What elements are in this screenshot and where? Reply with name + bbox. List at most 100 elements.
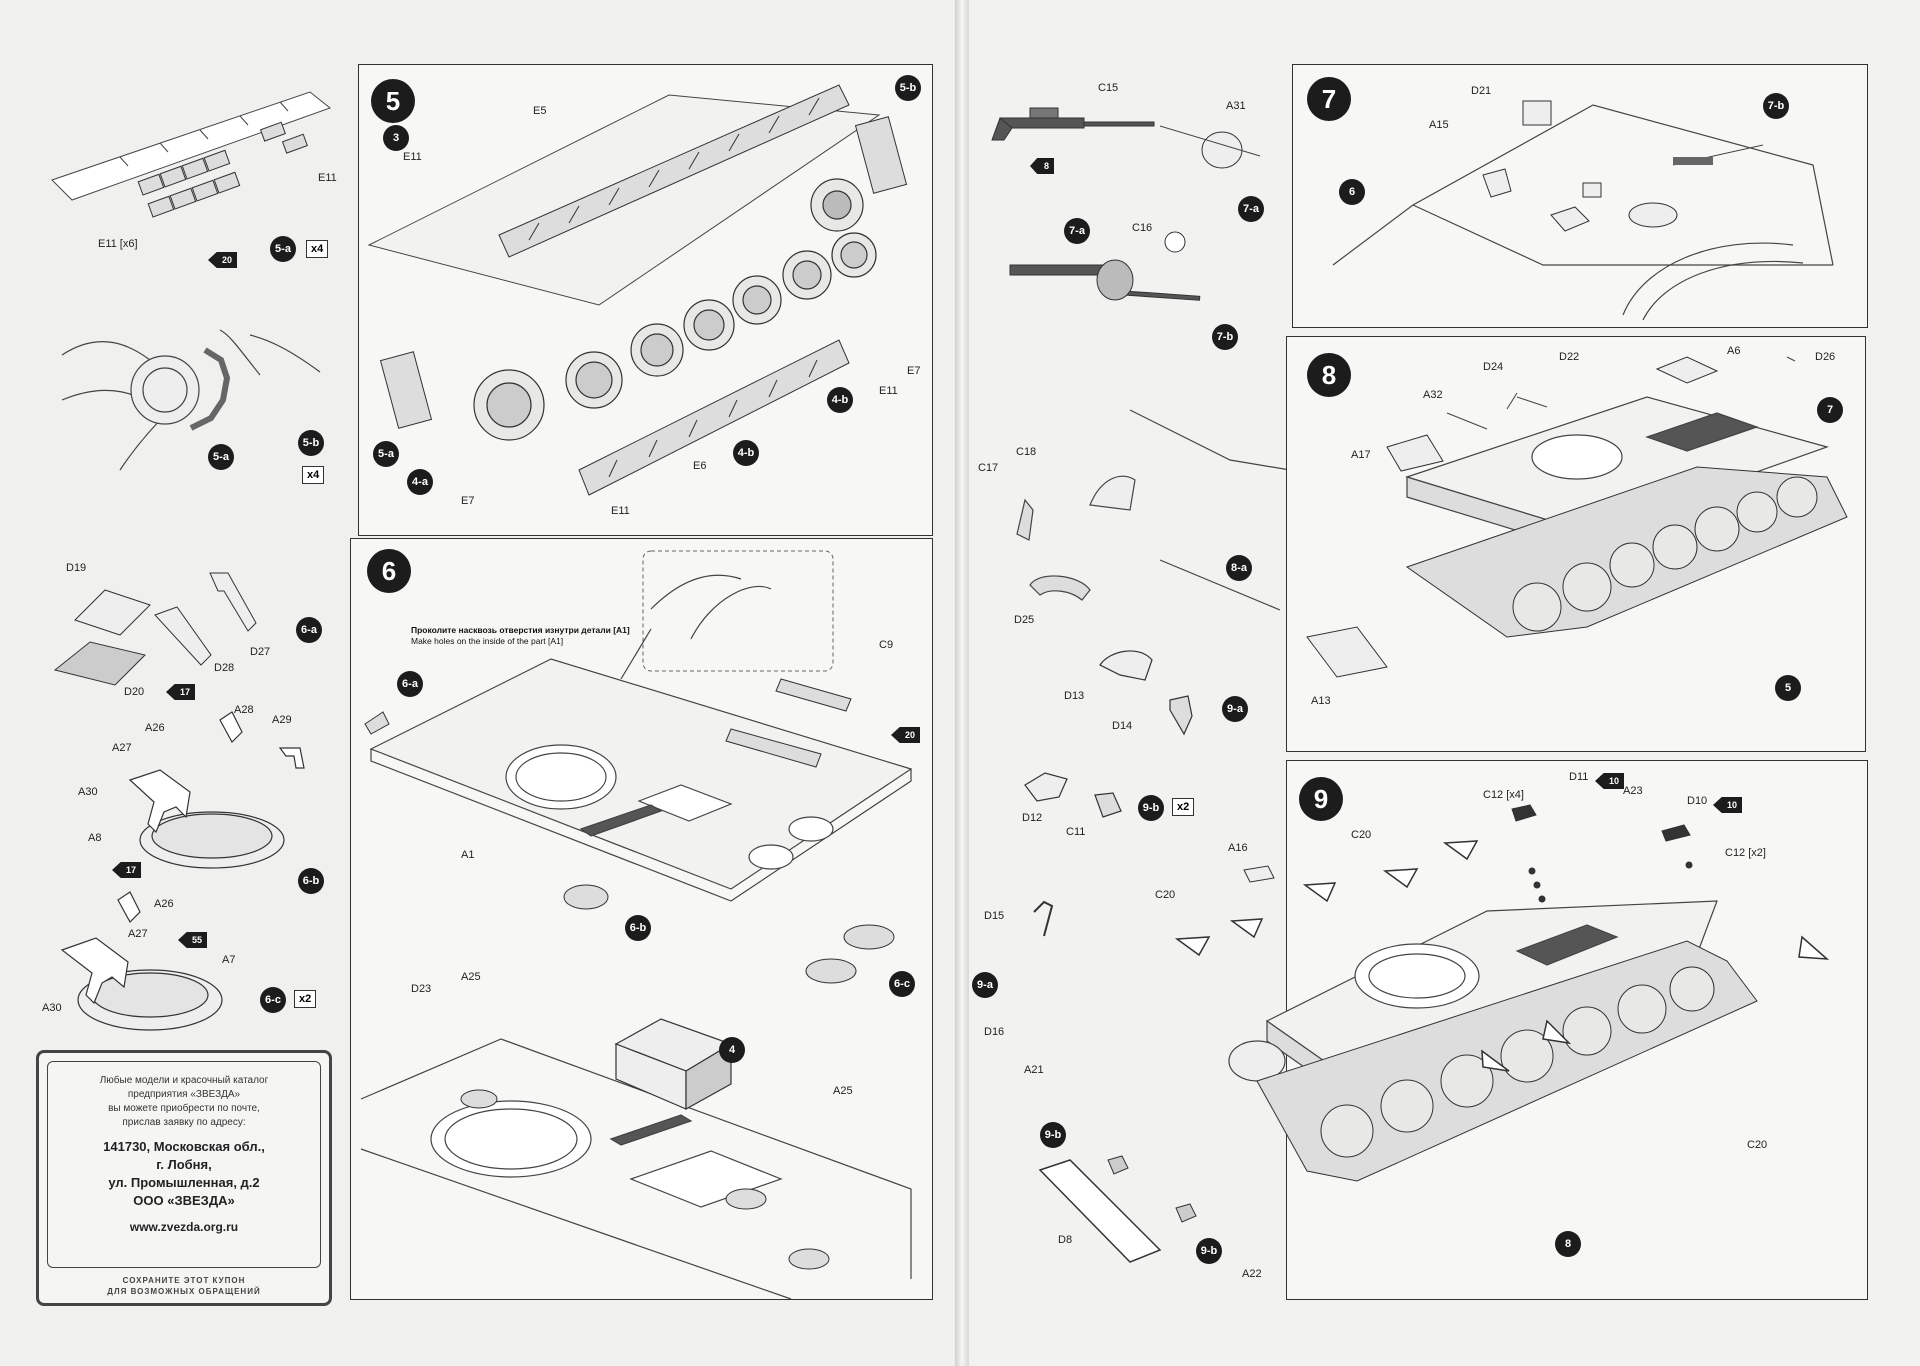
mail-order-coupon: Любые модели и красочный каталог предпри… [36, 1050, 332, 1306]
label-D8: D8 [1058, 1234, 1073, 1246]
flag-10: 10 [1713, 797, 1743, 813]
label-A15: A15 [1429, 119, 1449, 131]
upper-track-run [498, 84, 850, 258]
parts-9b [1024, 772, 1122, 818]
label-D12: D12 [1022, 812, 1043, 824]
label-D10: D10 [1687, 795, 1708, 807]
road-wheels [473, 178, 877, 441]
coupon-line: Любые модели и красочный каталог [99, 1075, 269, 1086]
label-D22: D22 [1559, 351, 1580, 363]
badge-5b: 5-b [895, 75, 921, 101]
badge-5a: 5-a [270, 236, 296, 262]
flag-20: 20 [208, 252, 238, 268]
tracks-9 [1256, 940, 1758, 1182]
badge-5b: 5-a [373, 441, 399, 467]
label-D14: D14 [1112, 720, 1133, 732]
badge-8: 8 [1555, 1231, 1581, 1257]
step-5-drawing [367, 84, 908, 496]
address-line: 141730, Московская обл., [103, 1139, 265, 1154]
label-D21: D21 [1471, 85, 1492, 97]
label-D11: D11 [1569, 771, 1589, 783]
label-C12-x2: C12 [x2] [1725, 847, 1766, 859]
badge-4a: 4-a [407, 469, 433, 495]
badge-7: 7 [1817, 397, 1843, 423]
label-E11-x6: E11 [x6] [98, 238, 138, 250]
label-A23: A23 [1623, 785, 1643, 797]
label-A28: A28 [234, 704, 254, 716]
label-D26: D26 [1815, 351, 1836, 363]
label-A27: A27 [128, 928, 148, 940]
note-english: Make holes on the inside of the part [A1… [411, 636, 564, 646]
badge-7a: 7-a [1238, 196, 1264, 222]
flag-20: 20 [891, 727, 921, 743]
track-lower-8 [1405, 466, 1848, 638]
label-A26: A26 [154, 898, 174, 910]
step-number: 9 [1299, 777, 1343, 821]
label-D27: D27 [250, 646, 271, 658]
step-8-panel: 8 [1286, 336, 1866, 752]
step-7-panel: 7 D21 A15 6 7-b [1292, 64, 1868, 328]
step-number: 8 [1307, 353, 1351, 397]
label-E11: E11 [403, 151, 422, 163]
flag-55: 55 [178, 932, 208, 948]
badge-9a: 9-a [1222, 696, 1248, 722]
badge-9a: 9-a [972, 972, 998, 998]
roof-detail-lower [360, 1038, 912, 1300]
hatch-plate-6b [128, 711, 305, 869]
label-E11: E11 [611, 505, 630, 517]
step-6-panel: 6 [350, 538, 933, 1300]
label-D13: D13 [1064, 690, 1085, 702]
label-A25: A25 [461, 971, 481, 983]
multiplier-6c: x2 [294, 990, 317, 1008]
left-column-drawings [51, 91, 332, 1031]
badge-5b: 5-b [298, 430, 324, 456]
address-line: ул. Промышленная, д.2 [108, 1175, 260, 1190]
badge-4b: 4-b [733, 440, 759, 466]
label-A32: A32 [1423, 389, 1443, 401]
step-5-panel: 5 [358, 64, 933, 536]
badge-6c: 6-c [889, 971, 915, 997]
label-C9: C9 [879, 639, 894, 651]
footer-line: СОХРАНИТЕ ЭТОТ КУПОН [122, 1276, 246, 1285]
badge-6: 6 [1339, 179, 1365, 205]
badge-7b: 7-b [1763, 93, 1789, 119]
label-A26: A26 [145, 722, 165, 734]
label-A8: A8 [88, 832, 102, 844]
hatch-assemblies [364, 711, 895, 984]
badge-9b: 9-b [1138, 795, 1164, 821]
hands-assembling-wheel-5b [61, 329, 321, 471]
label-E7: E7 [907, 365, 921, 377]
booklet-spine [955, 0, 969, 1366]
label-C20: C20 [1155, 889, 1176, 901]
label-A1: A1 [461, 849, 475, 861]
coupon-address: 141730, Московская обл., г. Лобня, ул. П… [48, 1138, 320, 1210]
parts-6a [53, 572, 257, 686]
note-russian: Проколите насквозь отверстия изнутри дет… [411, 625, 630, 635]
fender-brackets-C20 [1174, 840, 1830, 1072]
fender-parts-C9 [725, 678, 852, 768]
badge-7b: 7-b [1212, 324, 1238, 350]
label-A22: A22 [1242, 1268, 1262, 1280]
label-A13: A13 [1311, 695, 1331, 707]
hatch-plate-6c [60, 891, 223, 1031]
coupon-line: предприятия «ЗВЕЗДА» [127, 1089, 241, 1100]
label-D15: D15 [984, 910, 1005, 922]
coupon-intro: Любые модели и красочный каталог предпри… [48, 1074, 320, 1130]
badge-9b: 9-b [1196, 1238, 1222, 1264]
badge-4b: 4-b [827, 387, 853, 413]
coupon-line: прислав заявку по адресу: [122, 1117, 246, 1128]
multiplier-5a: x4 [306, 240, 329, 258]
step-9-drawing [1174, 804, 1830, 1182]
flag-10: 10 [1595, 773, 1625, 789]
label-C20: C20 [1351, 829, 1372, 841]
label-D24: D24 [1483, 361, 1504, 373]
label-C20: C20 [1747, 1139, 1768, 1151]
parts-9a [1099, 650, 1193, 736]
step-9-loose-parts [1033, 865, 1275, 1263]
hull-side-detail-8a [1016, 409, 1291, 611]
label-A29: A29 [272, 714, 292, 726]
small-hatches-lower [460, 1089, 830, 1270]
label-A6: A6 [1727, 345, 1741, 357]
label-C18: C18 [1016, 446, 1037, 458]
step-6-drawing [360, 550, 913, 1300]
